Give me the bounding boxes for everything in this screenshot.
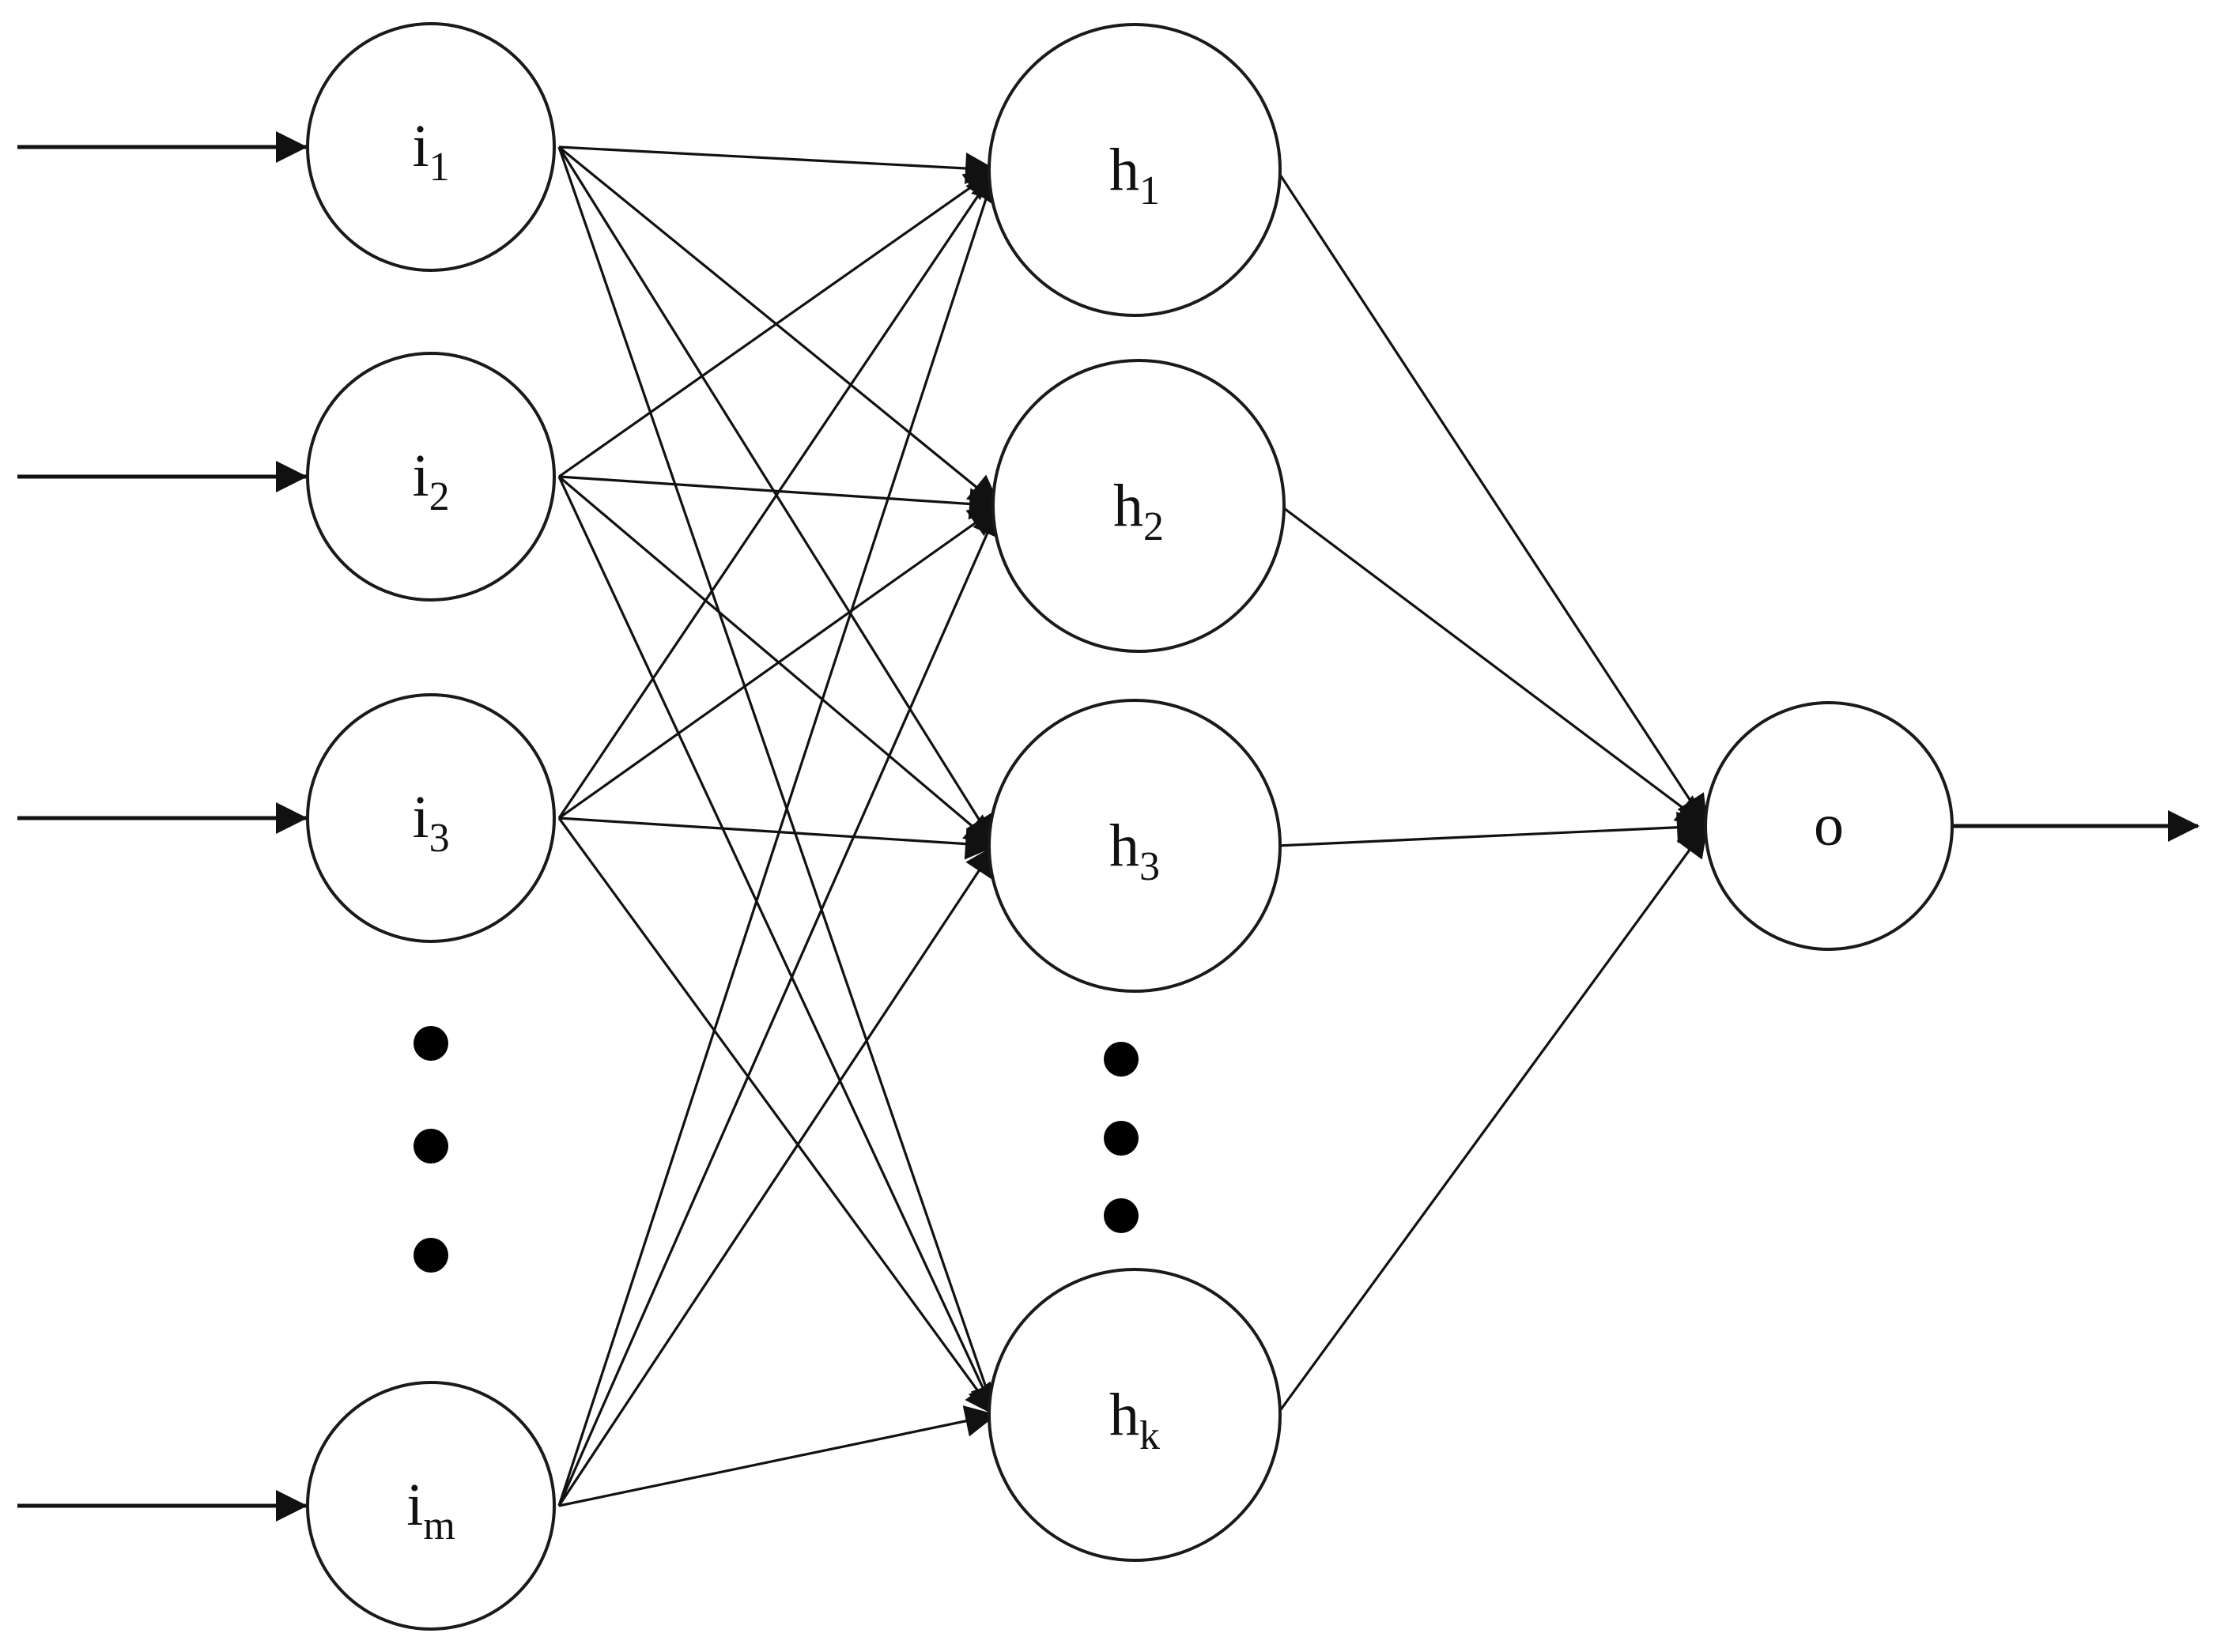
connection-edge: [557, 168, 997, 819]
hidden-node-h1: h1: [988, 23, 1282, 317]
output-node-o: o: [1704, 701, 1954, 951]
connection-edge: [558, 168, 997, 478]
input-node-i1: i1: [306, 22, 556, 272]
connection-edge: [1275, 824, 1709, 1416]
input-node-label: i: [406, 1472, 423, 1538]
connection-edge: [557, 475, 997, 847]
svg-text:o: o: [1814, 792, 1844, 858]
hidden-node-subscript: 1: [1139, 168, 1160, 213]
connection-edge: [558, 817, 997, 860]
hidden-ellipsis: [1104, 1042, 1139, 1233]
hidden-node-hk: hk: [988, 1268, 1282, 1562]
input-node-i3: i3: [306, 693, 556, 943]
connection-edge: [557, 145, 1001, 507]
input-node-subscript: 3: [429, 816, 450, 861]
ellipsis-dot: [1104, 1121, 1139, 1156]
ellipsis-dot: [414, 1129, 448, 1164]
hidden-node-label: h: [1109, 813, 1139, 879]
input-node-subscript: 2: [429, 474, 450, 519]
hidden-node-subscript: 2: [1143, 504, 1164, 549]
hidden-node-label: h: [1109, 137, 1139, 203]
output-layer: o: [1704, 701, 1954, 951]
svg-text:h1: h1: [1109, 137, 1160, 213]
connection-edge: [557, 844, 997, 1507]
ellipsis-dot: [414, 1026, 448, 1061]
input-node-i2: i2: [306, 352, 556, 602]
ellipsis-dot: [1104, 1198, 1139, 1233]
svg-text:i1: i1: [412, 113, 449, 190]
svg-text:i3: i3: [412, 784, 449, 861]
input-node-label: i: [412, 113, 429, 179]
input-layer: i1 i2 i3 im: [306, 22, 556, 1631]
hidden-layer: h1 h2 h3 hk: [988, 23, 1286, 1562]
input-hidden-connections: [557, 145, 1002, 1507]
svg-text:h3: h3: [1109, 813, 1160, 889]
connection-edge: [557, 168, 1002, 1507]
connection-edge: [1280, 504, 1709, 828]
input-node-im: im: [306, 1381, 556, 1631]
input-arrows: [17, 131, 308, 1522]
output-node-label: o: [1814, 792, 1844, 858]
connection-edge: [1275, 169, 1709, 828]
input-node-label: i: [412, 784, 429, 851]
hidden-node-subscript: 3: [1139, 844, 1160, 889]
connection-edge: [557, 146, 997, 847]
connection-edge: [558, 504, 1001, 820]
connection-edge: [557, 476, 998, 1416]
svg-text:i2: i2: [412, 443, 449, 519]
hidden-node-label: h: [1113, 473, 1143, 539]
hidden-node-h2: h2: [991, 359, 1286, 653]
connection-edge: [557, 504, 1002, 1507]
input-ellipsis: [414, 1026, 448, 1273]
connection-edge: [557, 146, 1001, 1416]
hidden-output-connections: [1275, 169, 1709, 1416]
svg-text:h2: h2: [1113, 473, 1164, 549]
connection-edge: [557, 817, 997, 1416]
ellipsis-dot: [414, 1238, 448, 1273]
input-node-label: i: [412, 443, 429, 509]
svg-text:im: im: [406, 1472, 455, 1548]
svg-text:hk: hk: [1109, 1382, 1160, 1458]
connection-edge: [558, 1405, 997, 1507]
hidden-node-h3: h3: [988, 699, 1282, 993]
connection-edge: [1276, 811, 1709, 847]
hidden-node-subscript: k: [1139, 1413, 1160, 1458]
hidden-node-label: h: [1109, 1382, 1139, 1448]
connection-edge: [558, 145, 997, 184]
input-node-subscript: 1: [429, 145, 450, 190]
ellipsis-dot: [1104, 1042, 1139, 1077]
input-node-subscript: m: [423, 1503, 455, 1548]
